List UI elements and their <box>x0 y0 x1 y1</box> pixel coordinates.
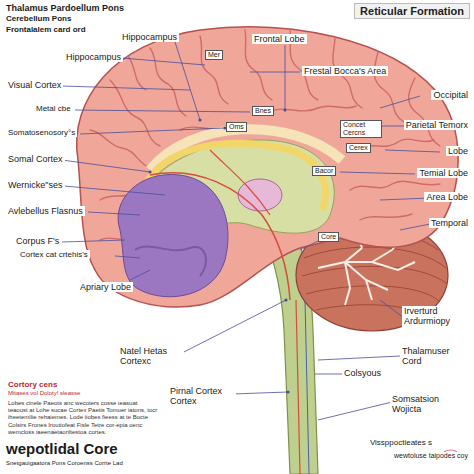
temporal-region <box>118 174 228 296</box>
part-label: Wernicke"ses <box>6 180 65 190</box>
part-label: Pirnal Cortex Cortex <box>168 386 236 407</box>
part-label: Frontal Lobe <box>252 34 307 44</box>
structure-tag: Core <box>318 232 339 242</box>
part-label: Mitases vol Doloty! sleasse <box>6 390 82 397</box>
part-label: Cortory cens <box>6 380 59 389</box>
structure-tag: Oms <box>226 122 247 132</box>
part-label: Frontalalem card ord <box>4 25 88 34</box>
part-label: Somatosenosory°s <box>6 128 77 137</box>
cerebrum <box>77 27 458 307</box>
vessel <box>150 173 290 300</box>
diagram-title: Reticular Formation <box>354 3 470 19</box>
part-label: Somsatsion Wojicta <box>390 394 470 415</box>
part-label: Hippocampus <box>120 32 179 42</box>
part-label: Hippocampus <box>64 52 123 62</box>
part-label: Apriary Lobe <box>78 282 133 292</box>
hippocampus-shape <box>135 247 206 276</box>
structure-tag: Mer <box>205 50 223 60</box>
structure-tag: Concet Cercns <box>340 120 382 138</box>
part-label: Frestal Bocca's Area <box>302 66 388 76</box>
part-label: Cortex cat crtehis's <box>18 250 90 259</box>
structure-tag: Cerex <box>346 143 371 153</box>
part-label: Occipital <box>431 90 470 100</box>
note-text: Lobes cinele Paeots anc wecoters cosse i… <box>6 400 160 436</box>
part-label: Metal cbe <box>34 104 73 113</box>
part-label: Avlebellus Flasnus <box>6 206 85 216</box>
part-label: Temial Lobe <box>417 168 470 178</box>
part-label: Colsyous <box>342 368 383 378</box>
vessel <box>296 300 300 474</box>
part-label: Thalamuser Cord <box>400 346 470 367</box>
part-label: Temporal <box>429 218 470 228</box>
part-label: Irverturd Ardurmiopy <box>402 306 470 327</box>
part-label: Snetgauigaatora Pons Coroenss Corrte Lad <box>4 460 125 467</box>
structure-tag: Bnes <box>252 106 274 116</box>
part-label: Thalamus Pardoellum Pons <box>4 3 126 13</box>
part-label: Visual Cortex <box>6 80 63 90</box>
part-label: wewtoluse taipodes coy <box>392 452 470 460</box>
part-label: Cerebellum Pons <box>4 14 73 23</box>
structure-tag: Bacor <box>312 166 336 176</box>
part-label: Corpus F's <box>14 236 61 246</box>
part-label: Somal Cortex <box>6 154 65 164</box>
part-label: Lobe <box>446 146 470 156</box>
part-label: Parietal Temorx <box>404 120 470 130</box>
part-label: Area Lobe <box>424 192 470 202</box>
part-label: wepotlidal Core <box>4 440 120 457</box>
vessel <box>210 150 270 215</box>
part-label: Natel Hetas Cortexc <box>118 346 184 367</box>
vessel <box>305 300 309 474</box>
leader-lines <box>62 42 440 420</box>
part-label: Vissppoctieates s <box>368 438 434 447</box>
